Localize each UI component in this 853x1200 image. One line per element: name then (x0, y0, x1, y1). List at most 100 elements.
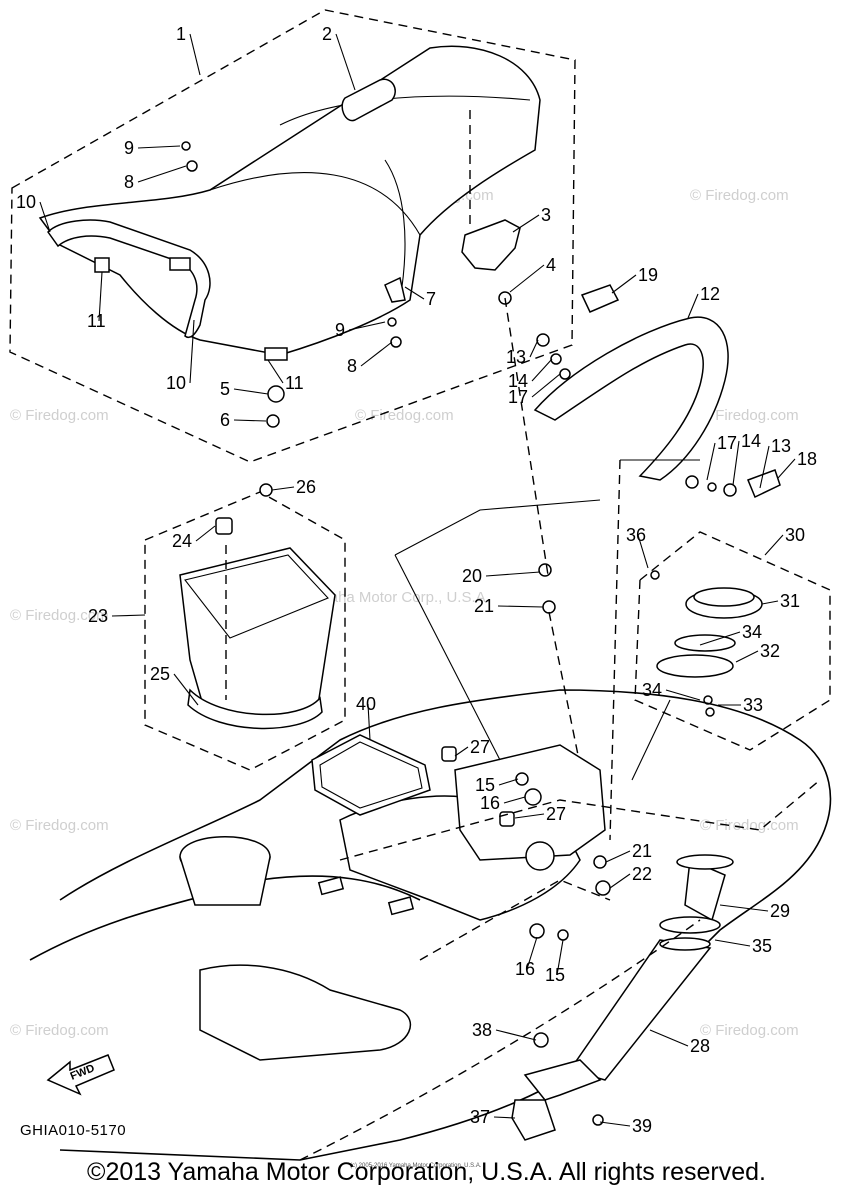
part-number-c31: 31 (780, 591, 800, 611)
part-number-c16a: 16 (480, 793, 500, 813)
callout-leader (98, 271, 103, 322)
chain-link (705, 707, 715, 717)
callout-leader (360, 341, 393, 367)
part-number-c8a: 8 (124, 172, 134, 192)
collar (559, 368, 571, 380)
part-number-c13b: 13 (771, 436, 791, 456)
callout-leader (699, 631, 741, 646)
part-number-c34a: 34 (742, 622, 762, 642)
part-number-c17a: 17 (508, 387, 528, 407)
nut (529, 923, 545, 939)
callout-leader (173, 673, 199, 706)
washer (593, 855, 607, 869)
callout-leader (367, 703, 371, 741)
part-number-c23: 23 (88, 606, 108, 626)
washer (542, 600, 556, 614)
part-number-c39: 39 (632, 1116, 652, 1136)
seat-bracket (461, 219, 521, 271)
collar (685, 475, 699, 489)
part-number-c32: 32 (760, 641, 780, 661)
part-number-c36: 36 (626, 525, 646, 545)
callout-leader (665, 689, 701, 701)
part-number-c14b: 14 (741, 431, 761, 451)
bolt (538, 563, 552, 577)
callout-leader (233, 388, 269, 395)
callout-leader (335, 33, 356, 91)
hose-bracket-plate (511, 1099, 556, 1141)
callout-leader (503, 796, 526, 804)
assembly-line (419, 879, 611, 961)
assembly-line (504, 297, 549, 576)
part-number-c18: 18 (797, 449, 817, 469)
hose-clamp (659, 916, 721, 934)
callout-leader (759, 445, 770, 489)
assembly-line (299, 919, 701, 1161)
filler-cap-top (693, 587, 755, 607)
washer (515, 772, 529, 786)
washer (387, 317, 397, 327)
leader (631, 699, 671, 781)
part-number-c27b: 27 (546, 804, 566, 824)
bolt (536, 333, 550, 347)
bolt (723, 483, 737, 497)
box-gasket (187, 688, 323, 730)
knob (215, 517, 233, 535)
watermark: © Firedog.com (700, 817, 799, 834)
part-number-c34b: 34 (642, 680, 662, 700)
part-number-c4: 4 (546, 255, 556, 275)
drawing-code: GHIA010-5170 (20, 1122, 127, 1139)
deck-front (199, 964, 412, 1061)
plug (441, 746, 457, 762)
callout-leader (493, 1116, 516, 1119)
part-number-c12: 12 (700, 284, 720, 304)
fine-print: (c) 2005-2016 Yamaha Motor Corporation, … (350, 1163, 482, 1169)
seat-assembly-boundary (9, 9, 576, 463)
callout-leader (498, 778, 519, 786)
callout-leader (485, 571, 541, 577)
part-number-c33: 33 (743, 695, 763, 715)
leader (394, 499, 601, 556)
part-number-c35: 35 (752, 936, 772, 956)
washer (550, 353, 562, 365)
part-number-c13a: 13 (506, 347, 526, 367)
deck-mat (317, 876, 345, 896)
callout-leader (348, 321, 386, 331)
watermark: © Firedog.com (10, 817, 109, 834)
callout-leader (189, 319, 195, 384)
screw (259, 483, 273, 497)
watermark: Yamaha Motor Corp., U.S.A. (300, 589, 490, 606)
callout-leader (39, 201, 51, 233)
callout-leader (509, 264, 545, 293)
part-number-c16b: 16 (515, 959, 535, 979)
bolt (390, 336, 402, 348)
deck-mat (387, 896, 415, 916)
washer (181, 141, 191, 151)
part-number-c28: 28 (690, 1036, 710, 1056)
clip (94, 257, 110, 273)
part-number-c24: 24 (172, 531, 192, 551)
callout-leader (497, 605, 544, 608)
leader (394, 554, 501, 761)
screw (650, 570, 660, 580)
part-number-c19: 19 (638, 265, 658, 285)
callout-leader (556, 939, 564, 976)
cap (747, 469, 781, 499)
part-number-c37: 37 (470, 1107, 490, 1127)
filler-cap-boundary (634, 531, 831, 751)
hose-bracket (523, 1059, 602, 1101)
callout-leader (514, 813, 545, 819)
part-number-c2: 2 (322, 24, 332, 44)
part-number-c11b: 11 (285, 373, 304, 393)
watermark: © Firedog.com (690, 187, 789, 204)
part-number-c25: 25 (150, 664, 170, 684)
callout-leader (233, 419, 267, 422)
part-number-c14a: 14 (508, 371, 528, 391)
filler-hose-top (676, 854, 734, 870)
hatch-gasket-inner (319, 741, 423, 809)
callout-leader (605, 850, 631, 863)
part-number-c20: 20 (462, 566, 482, 586)
callout-leader (531, 373, 561, 398)
part-number-c21a: 21 (474, 596, 494, 616)
part-number-c30: 30 (785, 525, 805, 545)
